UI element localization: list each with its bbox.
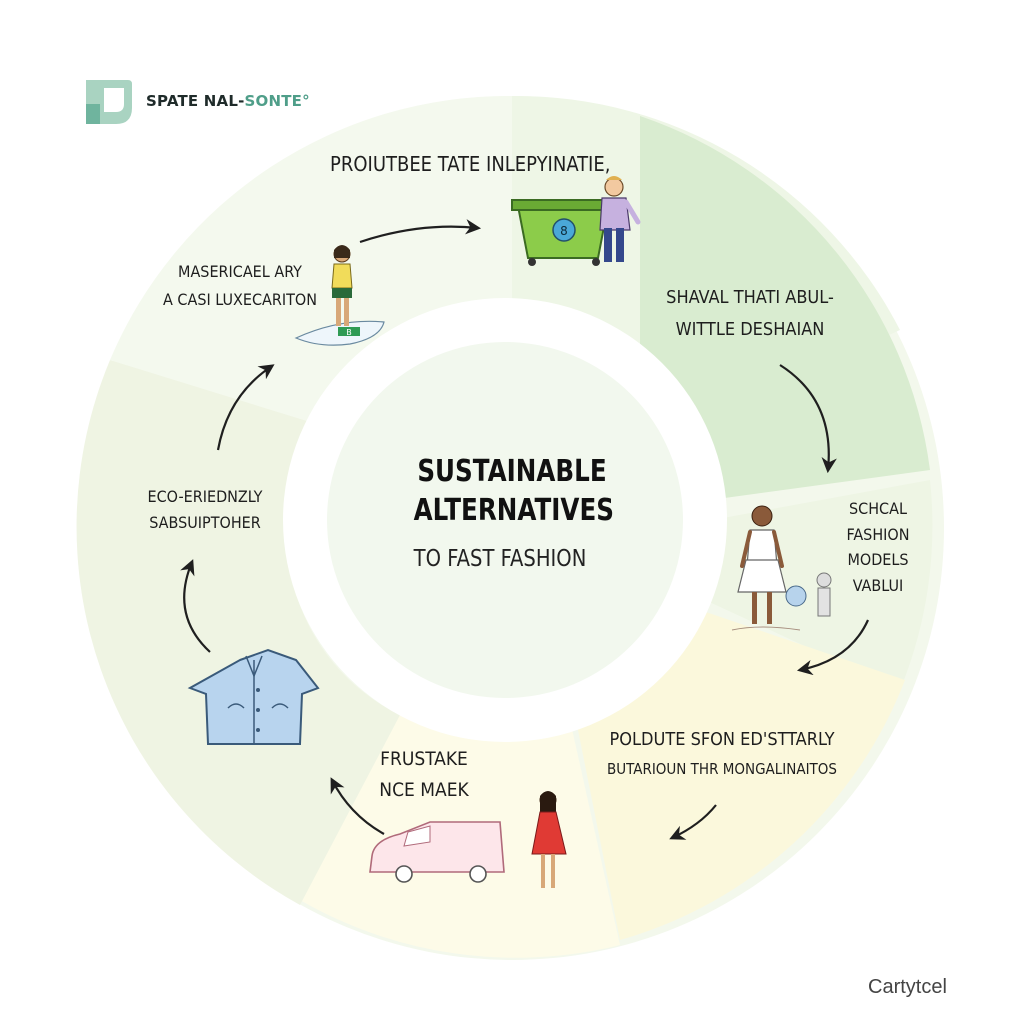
center-disc: [327, 342, 683, 698]
brand-name: SPATE NAL-SONTE°: [146, 92, 310, 110]
center-title-line2: ALTERNATIVES: [413, 493, 614, 528]
stage-label-left: ECO-ERIEDNZLY SABSUIPTOHER: [140, 484, 270, 535]
stage-top-line1: PROIUTBEE TATE INLEPYINATIE,: [330, 152, 611, 176]
arrow-left-upper: [216, 364, 275, 451]
stage-left-line1: ECO-ERIEDNZLY: [147, 487, 263, 506]
ring-segment-right: [640, 116, 930, 500]
model-figure-illustration: [731, 505, 832, 631]
arrow-right-lower: [796, 619, 870, 676]
ring-segment-bottom-right: [575, 610, 905, 940]
stage-right-line3: MODELS: [847, 550, 909, 570]
stage-label-right: SCHCAL FASHION MODELS VABLUI: [838, 496, 918, 598]
bin-badge: 8: [560, 224, 568, 238]
arrow-left-lower: [180, 559, 211, 653]
board-badge: B: [346, 328, 352, 337]
stage-bottom-right-line1: POLDUTE SFON ED'STTARLY: [609, 729, 835, 750]
brand-name-part2: SONTE: [244, 92, 303, 110]
leaf-logo-icon: [86, 80, 132, 124]
stage-label-bottom: FRUSTAKE NCE MAEK: [370, 744, 478, 807]
brand-mark: °: [302, 92, 310, 110]
stage-label-right-upper: SHAVAL THATI ABUL- WITTLE DESHAIAN: [650, 282, 850, 345]
woman-red-dress-illustration: [531, 791, 567, 888]
stage-left-line2: SABSUIPTOHER: [149, 512, 261, 532]
arrow-top: [359, 219, 482, 244]
stage-label-bottom-right: POLDUTE SFON ED'STTARLY BUTARIOUN THR MO…: [582, 724, 862, 782]
ring-segment-left: [76, 360, 400, 905]
center-title: SUSTAINABLE ALTERNATIVES: [413, 452, 614, 530]
stage-right-line1: SCHCAL: [849, 499, 907, 518]
center-title-line1: SUSTAINABLE: [417, 454, 607, 489]
man-figure-illustration: [599, 176, 641, 262]
stage-label-top: PROIUTBEE TATE INLEPYINATIE,: [330, 152, 611, 177]
stage-right-upper-line1: SHAVAL THATI ABUL-: [666, 287, 834, 308]
arrow-right-upper: [779, 364, 837, 474]
center-subtitle: TO FAST FASHION: [413, 546, 587, 572]
arrow-bottom-left: [330, 777, 385, 835]
board-woman-illustration: B: [294, 245, 385, 346]
credit-text: Cartytcel: [868, 976, 947, 998]
stage-right-line4: VABLUI: [852, 575, 904, 595]
stage-label-upper-left: MASERICAEL ARY A CASI LUXECARITON: [160, 258, 320, 314]
stage-upper-left-line1: MASERICAEL ARY: [178, 262, 302, 281]
stage-bottom-line2: NCE MAEK: [379, 779, 469, 802]
recycle-bin-illustration: 8: [511, 199, 615, 266]
stage-right-upper-line2: WITTLE DESHAIAN: [675, 318, 825, 340]
stage-right-line2: FASHION: [846, 524, 910, 544]
van-illustration: [369, 821, 505, 883]
stage-bottom-right-line2: BUTARIOUN THR MONGALINAITOS: [607, 759, 837, 778]
stage-upper-left-line2: A CASI LUXECARITON: [163, 290, 317, 309]
brand-name-part1: SPATE NAL-: [146, 92, 245, 110]
stage-bottom-line1: FRUSTAKE: [380, 748, 468, 770]
cardigan-illustration: [187, 648, 320, 745]
arrow-bottom-right: [669, 804, 717, 840]
